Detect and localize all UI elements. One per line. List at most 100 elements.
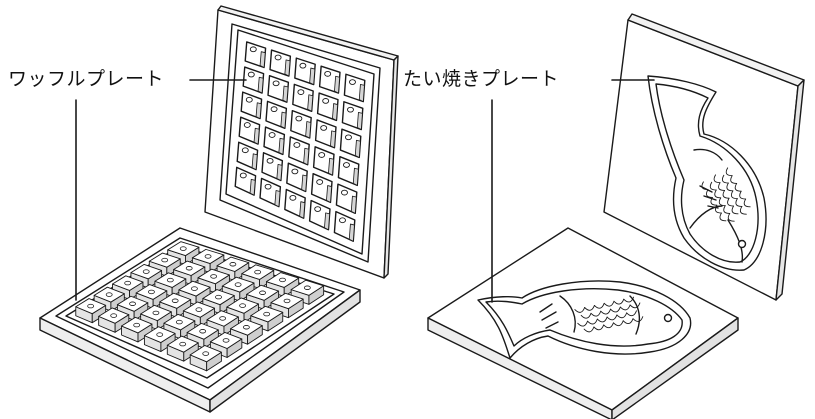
fish-scale xyxy=(619,304,631,311)
waffle-pocket xyxy=(318,65,341,94)
waffle-pocket xyxy=(259,177,282,208)
waffle-cube xyxy=(265,272,300,297)
fish-scale xyxy=(739,190,747,200)
fish-scale xyxy=(715,204,722,214)
fish-scale xyxy=(714,189,722,199)
waffle-pocket xyxy=(238,116,261,145)
waffle-cube xyxy=(290,279,325,305)
waffle-cube xyxy=(182,301,216,327)
waffle-pocket xyxy=(267,75,290,103)
fish-scale xyxy=(725,167,733,177)
fish-scale xyxy=(739,205,747,215)
fish-scale xyxy=(710,197,718,206)
fish-scale xyxy=(623,296,634,303)
waffle-cube xyxy=(159,292,192,318)
waffle-pocket xyxy=(310,172,333,204)
taiyaki-plate-upper xyxy=(603,13,805,301)
fish-scale xyxy=(718,182,725,191)
fish-scale xyxy=(577,320,588,327)
waffle-pocket xyxy=(312,146,335,176)
fish-scale xyxy=(730,175,738,184)
waffle-bottom-cells xyxy=(75,241,325,372)
waffle-top-cells xyxy=(234,41,366,242)
waffle-pocket xyxy=(284,188,306,219)
waffle-pocket xyxy=(269,49,292,77)
fish-scale xyxy=(622,318,634,324)
fish-scale xyxy=(706,189,713,198)
waffle-cube xyxy=(230,318,263,345)
fish-scale xyxy=(722,190,730,199)
waffle-pocket xyxy=(236,141,259,171)
fish-scale xyxy=(743,198,751,208)
waffle-pocket xyxy=(294,57,316,86)
fish-scale xyxy=(734,183,742,192)
waffle-plate-upper xyxy=(204,5,399,279)
waffle-pocket xyxy=(333,210,356,242)
waffle-pocket xyxy=(286,162,308,193)
fish-scale xyxy=(583,326,595,333)
fish-scale xyxy=(723,205,731,214)
fish-scale xyxy=(727,212,735,222)
waffle-cube xyxy=(112,275,144,300)
waffle-cube xyxy=(226,297,259,323)
fish-scale xyxy=(603,322,614,329)
fish-scale xyxy=(587,318,598,325)
fish-scale xyxy=(584,304,595,311)
waffle-cube xyxy=(75,298,107,324)
fish-scale xyxy=(593,302,605,309)
waffle-cube xyxy=(135,284,168,309)
waffle-cube xyxy=(98,307,130,333)
waffle-pocket xyxy=(337,155,360,187)
waffle-cube xyxy=(216,256,250,281)
waffle-plate-lower xyxy=(39,227,361,413)
waffle-pocket xyxy=(234,166,257,196)
waffle-pocket xyxy=(341,101,364,131)
fish-scale xyxy=(596,316,608,323)
waffle-cube xyxy=(189,345,222,372)
waffle-pocket xyxy=(290,109,312,139)
waffle-pocket xyxy=(308,199,331,231)
waffle-cube xyxy=(116,295,149,321)
waffle-pocket xyxy=(265,100,288,129)
waffle-cube xyxy=(206,310,239,336)
fish-scale xyxy=(726,182,734,192)
fish-scale xyxy=(709,181,717,191)
waffle-cube xyxy=(148,252,181,277)
fish-scale xyxy=(731,205,739,215)
waffle-pocket xyxy=(240,91,263,120)
fish-scale xyxy=(574,307,586,313)
fish-scale xyxy=(727,197,734,207)
fish-scale xyxy=(606,314,618,321)
fish-scale xyxy=(735,198,743,207)
waffle-cube xyxy=(241,264,275,289)
taiyaki-bottom-scales xyxy=(574,296,644,333)
waffle-pocket xyxy=(314,119,337,149)
taiyaki-top-scales xyxy=(701,167,751,222)
fish-scale xyxy=(590,310,602,317)
taiyaki-plate-lower xyxy=(427,227,739,419)
waffle-pocket xyxy=(316,92,339,122)
waffle-pocket xyxy=(263,126,286,156)
waffle-pocket xyxy=(244,41,267,69)
fish-scale xyxy=(580,312,592,319)
waffle-cube xyxy=(270,292,304,319)
fish-scale xyxy=(713,174,721,184)
fish-scale xyxy=(610,306,621,313)
fish-scale xyxy=(613,320,624,327)
fish-scale xyxy=(718,197,726,207)
waffle-pocket xyxy=(343,73,366,103)
waffle-cube xyxy=(202,289,235,315)
waffle-pocket xyxy=(288,136,310,166)
fish-scale xyxy=(721,174,729,184)
fish-scale xyxy=(629,302,641,309)
waffle-plate-label: ワッフルプレート xyxy=(8,68,165,90)
waffle-pocket xyxy=(335,183,358,215)
fish-scale xyxy=(626,310,637,317)
waffle-pocket xyxy=(261,152,284,182)
waffle-cube xyxy=(197,268,230,294)
fish-scale xyxy=(719,212,727,222)
fish-scale xyxy=(632,316,644,322)
waffle-pocket xyxy=(339,128,362,159)
